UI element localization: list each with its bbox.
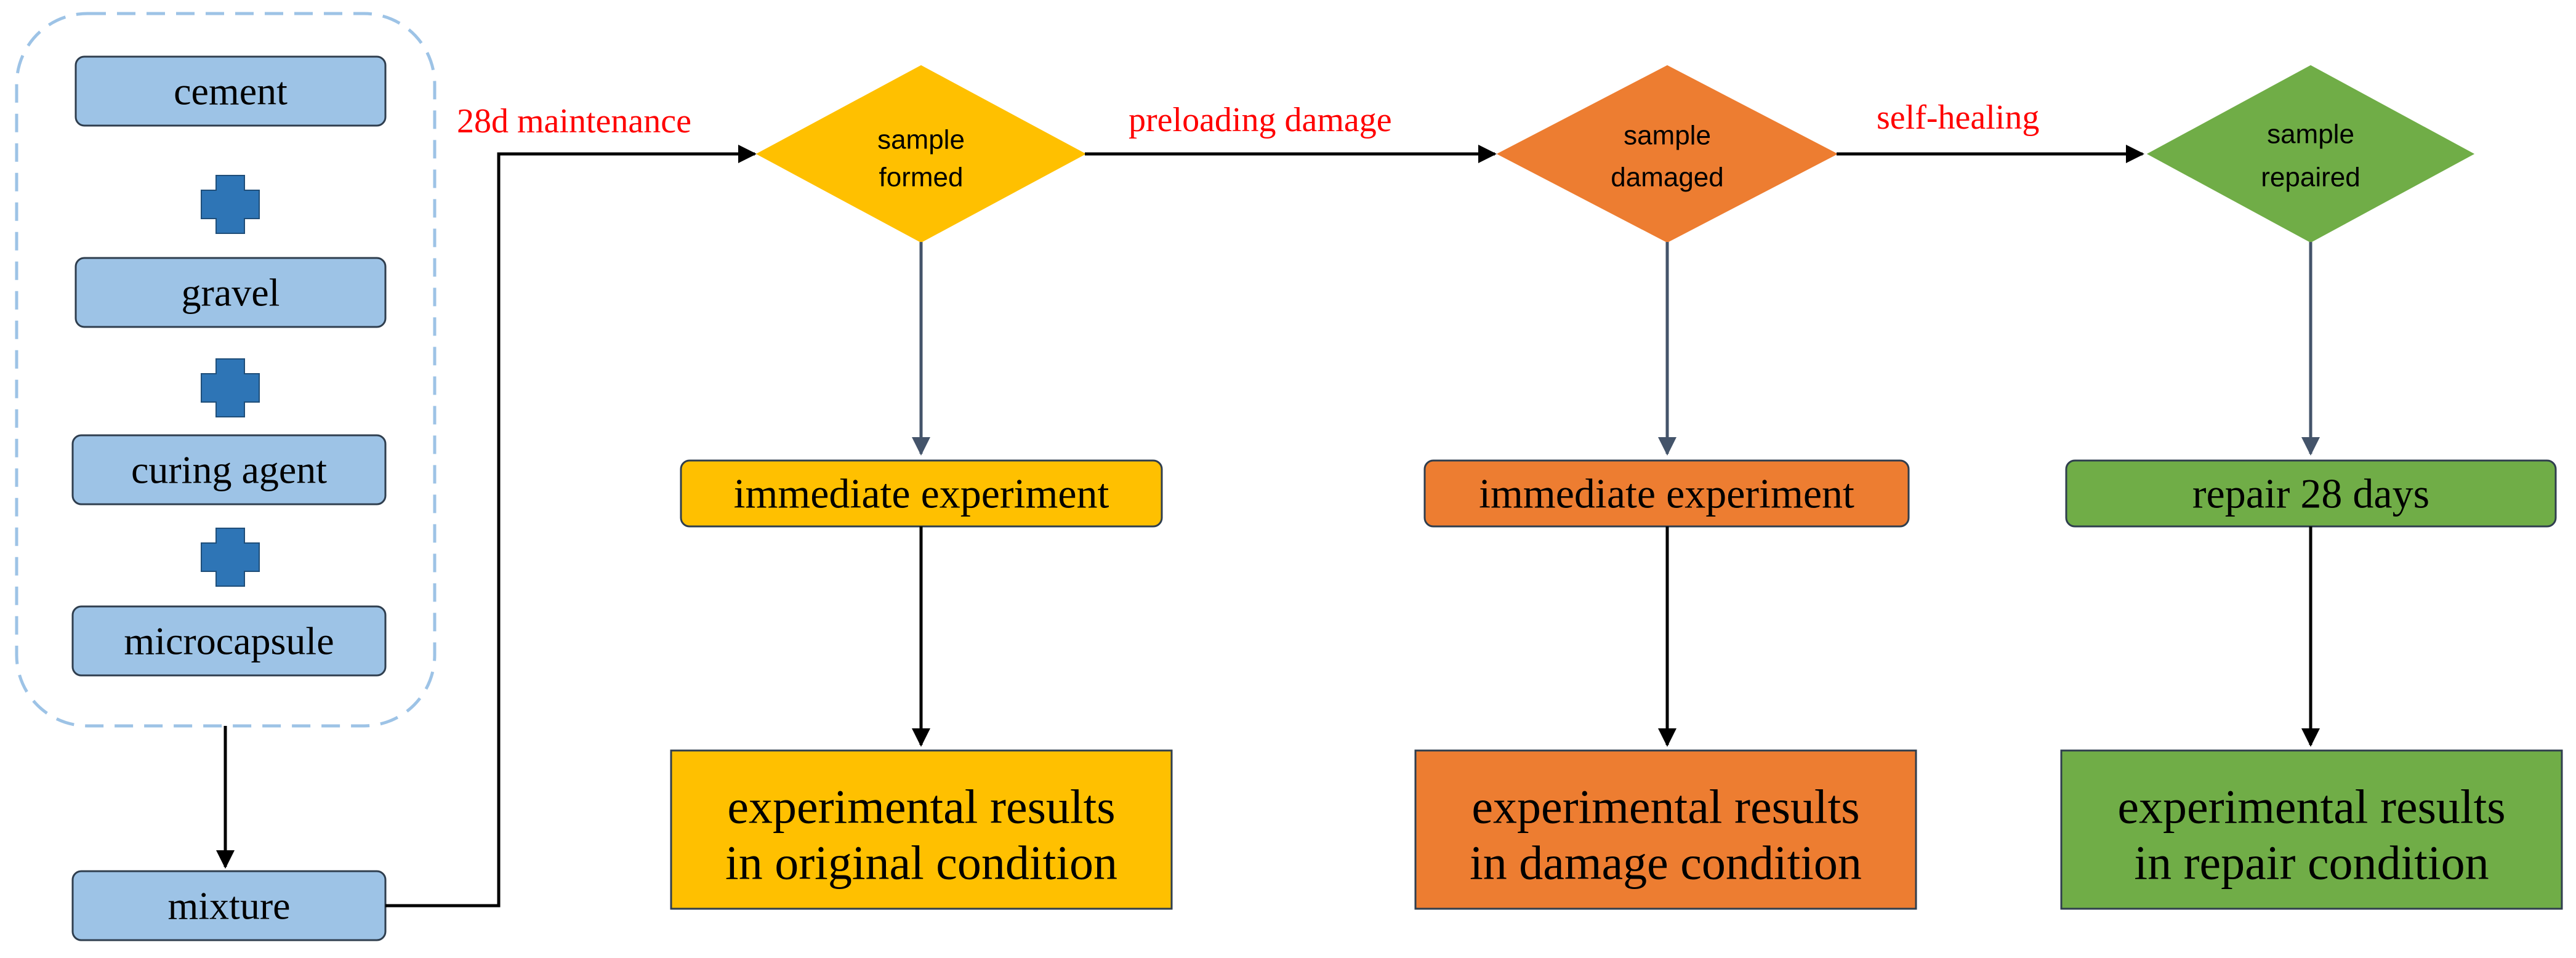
result-label-line2: in repair condition: [2134, 836, 2489, 890]
ingredient-gravel: gravel: [74, 257, 387, 328]
step-label: repair 28 days: [2192, 470, 2429, 517]
ingredient-label: curing agent: [131, 448, 327, 492]
result-label-line1: experimental results: [727, 780, 1115, 834]
result-label-line2: in damage condition: [1470, 836, 1862, 890]
ingredient-microcapsule: microcapsule: [71, 605, 387, 677]
step-box-repair-28-days: repair 28 days: [2065, 459, 2557, 528]
diamond-sample-formed: sample formed: [755, 65, 1087, 243]
ingredient-label: microcapsule: [124, 619, 334, 663]
ingredient-label: cement: [174, 70, 288, 113]
result-label-line1: experimental results: [2117, 780, 2505, 834]
step-label: immediate experiment: [734, 470, 1109, 517]
diamond-sample-repaired: sample repaired: [2146, 65, 2475, 243]
ingredient-curing-agent: curing agent: [71, 434, 387, 505]
result-box-original-condition: experimental results in original conditi…: [670, 749, 1173, 910]
result-box-damage-condition: experimental results in damage condition: [1414, 749, 1917, 910]
result-label-line1: experimental results: [1471, 780, 1859, 834]
diamond-label-line1: sample: [2267, 119, 2354, 150]
mixture-box: mixture: [71, 870, 387, 941]
step-box-immediate-experiment-1: immediate experiment: [680, 459, 1163, 528]
plus-icon: [201, 528, 260, 587]
mixture-label: mixture: [167, 884, 290, 928]
edge-label-preloading: preloading damage: [1129, 101, 1392, 139]
ingredient-label: gravel: [182, 271, 280, 315]
result-label-line2: in original condition: [725, 836, 1117, 890]
plus-icon: [201, 358, 260, 417]
diamond-label-line2: repaired: [2261, 163, 2360, 193]
diamond-sample-damaged: sample damaged: [1496, 65, 1838, 243]
edge-label-self-healing: self-healing: [1877, 99, 2039, 137]
result-box-repair-condition: experimental results in repair condition: [2060, 749, 2563, 910]
step-box-immediate-experiment-2: immediate experiment: [1423, 459, 1910, 528]
ingredient-cement: cement: [74, 55, 387, 127]
diamond-label-line2: formed: [879, 163, 964, 193]
arrow-mixture-to-sample-formed: [385, 145, 757, 908]
edge-label-maintenance: 28d maintenance: [457, 102, 691, 140]
step-label: immediate experiment: [1479, 470, 1854, 517]
plus-icon: [201, 175, 260, 234]
diamond-label-line1: sample: [1624, 121, 1711, 151]
diamond-label-line1: sample: [877, 125, 965, 155]
diamond-label-line2: damaged: [1611, 163, 1723, 193]
